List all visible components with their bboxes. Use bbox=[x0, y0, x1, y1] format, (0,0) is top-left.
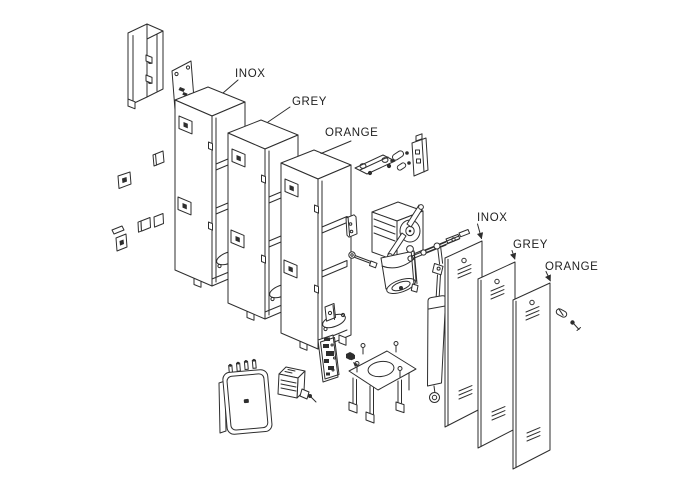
leader-cabinet-orange bbox=[320, 140, 352, 154]
leader-cabinet-inox bbox=[222, 79, 239, 94]
label-door-inox: INOX bbox=[477, 212, 508, 224]
transformer bbox=[277, 366, 317, 403]
door-panel-inox bbox=[444, 240, 483, 428]
transmission-rods bbox=[406, 229, 471, 293]
leader-door-inox bbox=[476, 223, 484, 240]
label-cabinet-inox: INOX bbox=[235, 68, 266, 80]
label-cabinet-orange: ORANGE bbox=[325, 127, 378, 139]
leader-door-grey bbox=[509, 250, 517, 260]
fixing-plates-left bbox=[111, 150, 165, 252]
control-box bbox=[218, 358, 273, 435]
base-fasteners bbox=[348, 353, 355, 361]
lock-pins bbox=[390, 150, 407, 171]
label-door-orange: ORANGE bbox=[545, 261, 598, 273]
latch-bracket bbox=[324, 303, 336, 322]
u-channel-bracket bbox=[127, 23, 164, 110]
balance-spring bbox=[427, 242, 447, 403]
door-panel-orange bbox=[512, 282, 551, 470]
foundation-plate bbox=[346, 341, 417, 424]
release-bracket bbox=[405, 133, 429, 177]
leader-door-orange bbox=[544, 271, 551, 282]
control-board bbox=[317, 334, 340, 383]
door-labels: INOX GREY ORANGE bbox=[476, 212, 598, 282]
door-panel-grey bbox=[477, 261, 516, 449]
hinge-plate bbox=[354, 154, 396, 176]
label-cabinet-grey: GREY bbox=[292, 96, 327, 108]
label-door-grey: GREY bbox=[513, 239, 548, 251]
leader-cabinet-grey bbox=[267, 106, 291, 123]
cabinet-labels: INOX GREY ORANGE bbox=[222, 68, 378, 154]
cabinet-orange bbox=[280, 149, 352, 351]
door-lock-screws bbox=[555, 308, 581, 331]
